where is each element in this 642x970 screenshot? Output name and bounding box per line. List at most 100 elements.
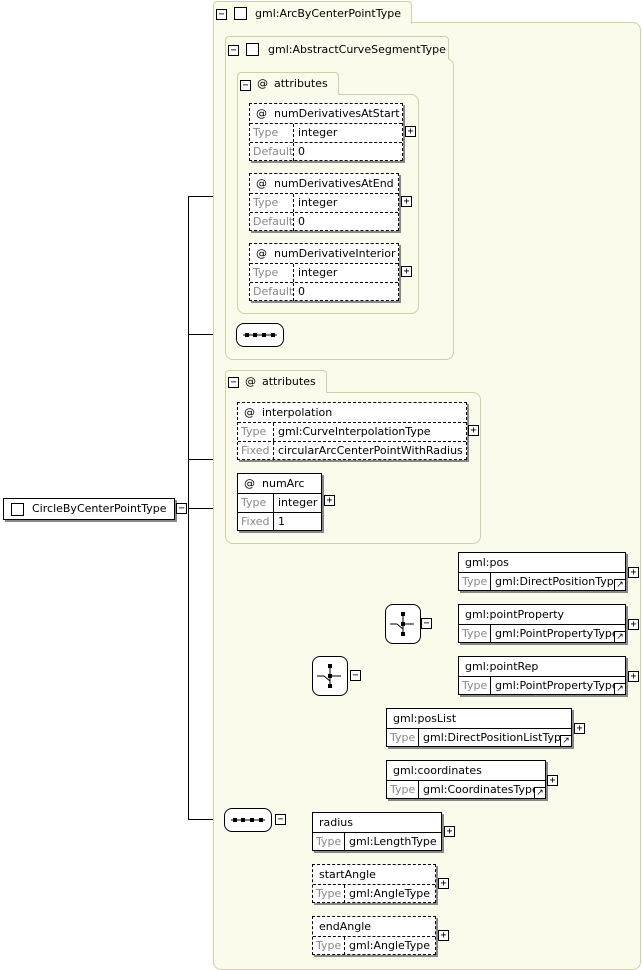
expand-toggle[interactable]: + bbox=[405, 126, 416, 137]
expand-toggle[interactable]: + bbox=[444, 826, 455, 837]
expand-toggle[interactable]: + bbox=[401, 266, 412, 277]
complex-type-icon bbox=[234, 7, 247, 20]
collapse-toggle[interactable]: − bbox=[228, 45, 239, 56]
default-key: Default bbox=[250, 283, 294, 301]
type-value: gml:PointPropertyType bbox=[495, 679, 619, 692]
attribute-name: interpolation bbox=[262, 406, 333, 419]
sequence-compositor[interactable] bbox=[236, 323, 284, 347]
collapse-toggle[interactable]: − bbox=[240, 80, 251, 91]
type-key: Type bbox=[387, 781, 419, 799]
expand-toggle[interactable]: + bbox=[468, 425, 479, 436]
element-name: gml:coordinates bbox=[393, 764, 482, 777]
sequence-compositor[interactable] bbox=[224, 808, 272, 832]
type-key: Type bbox=[313, 937, 345, 955]
connector bbox=[188, 334, 236, 335]
expand-toggle[interactable]: + bbox=[628, 671, 639, 682]
element-icon bbox=[11, 503, 24, 516]
expand-toggle[interactable]: + bbox=[324, 495, 335, 506]
type-value: gml:AngleType bbox=[349, 887, 431, 900]
at-icon: @ bbox=[245, 375, 256, 388]
default-key: Default bbox=[250, 213, 294, 231]
at-icon: @ bbox=[256, 107, 267, 120]
expand-toggle[interactable]: + bbox=[628, 619, 639, 630]
type-value: gml:DirectPositionListType bbox=[423, 731, 568, 744]
choice-compositor[interactable] bbox=[385, 604, 421, 644]
link-arrow-icon[interactable]: ↗ bbox=[560, 735, 572, 747]
type-value: gml:CoordinatesType bbox=[423, 783, 539, 796]
choice-compositor[interactable] bbox=[312, 656, 348, 696]
type-key: Type bbox=[250, 264, 294, 282]
fixed-value: circularArcCenterPointWithRadius bbox=[278, 444, 463, 457]
expand-toggle[interactable]: + bbox=[628, 567, 639, 578]
attribute-name: numArc bbox=[262, 477, 305, 490]
element-name: endAngle bbox=[319, 920, 372, 933]
collapse-toggle[interactable]: − bbox=[421, 618, 432, 629]
default-value: 0 bbox=[298, 145, 305, 158]
connector bbox=[188, 196, 236, 197]
default-value: 0 bbox=[298, 215, 305, 228]
type-key: Type bbox=[238, 494, 274, 512]
root-element[interactable]: CircleByCenterPointType bbox=[3, 498, 175, 520]
connector bbox=[188, 819, 224, 820]
collapse-toggle[interactable]: − bbox=[216, 9, 227, 20]
abstract-type-tab bbox=[225, 36, 449, 59]
type-key: Type bbox=[459, 677, 491, 695]
expand-toggle[interactable]: + bbox=[438, 930, 449, 941]
type-value: gml:CurveInterpolationType bbox=[278, 425, 431, 438]
attributes-label: attributes bbox=[262, 375, 316, 388]
element-gml-pointRep[interactable]: gml:pointRep Type gml:PointPropertyType ↗ bbox=[458, 656, 626, 695]
default-key: Default bbox=[250, 143, 294, 161]
at-icon: @ bbox=[244, 477, 255, 490]
root-label: CircleByCenterPointType bbox=[32, 502, 167, 515]
type-key: Type bbox=[250, 124, 294, 142]
link-arrow-icon[interactable]: ↗ bbox=[534, 787, 546, 799]
collapse-toggle[interactable]: − bbox=[176, 503, 187, 514]
arc-type-label: gml:ArcByCenterPointType bbox=[255, 7, 401, 20]
type-key: Type bbox=[387, 729, 419, 747]
arc-type-tab bbox=[213, 1, 412, 24]
fixed-value: 1 bbox=[278, 515, 285, 528]
element-name: startAngle bbox=[319, 868, 376, 881]
type-key: Type bbox=[459, 573, 491, 591]
abstract-type-label: gml:AbstractCurveSegmentType bbox=[268, 43, 446, 56]
type-value: integer bbox=[278, 496, 318, 509]
attributes-label: attributes bbox=[274, 77, 328, 90]
connector bbox=[188, 508, 214, 509]
fixed-key: Fixed bbox=[238, 442, 274, 460]
sequence-icon bbox=[231, 818, 265, 822]
type-value: gml:LengthType bbox=[349, 835, 437, 848]
collapse-toggle[interactable]: − bbox=[228, 377, 239, 388]
link-arrow-icon[interactable]: ↗ bbox=[614, 683, 626, 695]
link-arrow-icon[interactable]: ↗ bbox=[614, 631, 626, 643]
attributes-tab bbox=[225, 370, 327, 393]
type-value: integer bbox=[298, 266, 338, 279]
expand-toggle[interactable]: + bbox=[438, 878, 449, 889]
type-value: integer bbox=[298, 196, 338, 209]
expand-toggle[interactable]: + bbox=[401, 196, 412, 207]
choice-icon bbox=[317, 664, 341, 688]
connector bbox=[188, 459, 236, 460]
at-icon: @ bbox=[256, 247, 267, 260]
collapse-toggle[interactable]: − bbox=[350, 670, 361, 681]
at-icon: @ bbox=[256, 177, 267, 190]
collapse-toggle[interactable]: − bbox=[275, 814, 286, 825]
link-arrow-icon[interactable]: ↗ bbox=[614, 579, 626, 591]
at-icon: @ bbox=[257, 77, 268, 90]
at-icon: @ bbox=[244, 406, 255, 419]
element-name: radius bbox=[319, 816, 354, 829]
element-name: gml:pointRep bbox=[465, 660, 539, 673]
expand-toggle[interactable]: + bbox=[547, 775, 558, 786]
expand-toggle[interactable]: + bbox=[574, 723, 585, 734]
